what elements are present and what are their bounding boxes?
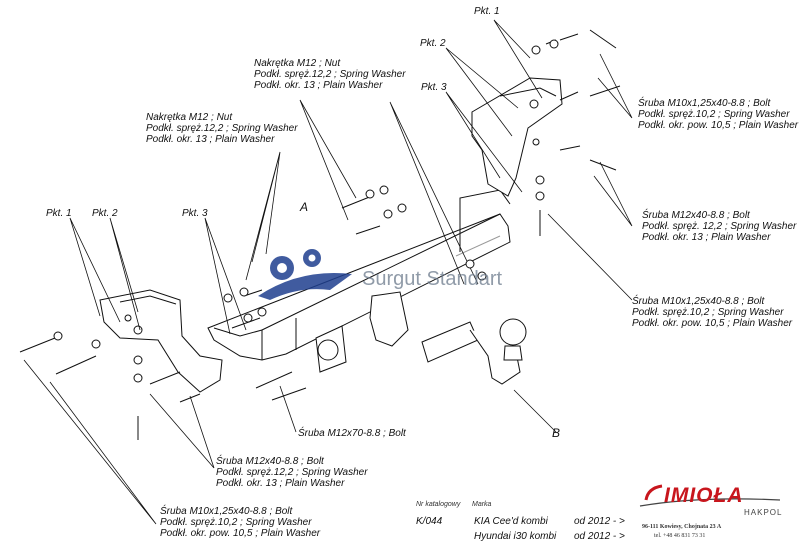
label-point-a: A [300,200,309,214]
bolt-m12-right-line1: Śruba M12x40-8.8 ; Bolt [642,210,750,221]
label-bolt-m12-right: Śruba M12x40-8.8 ; Bolt Podkł. spręż. 12… [642,210,796,243]
bolt-m10-right-line2: Podkł. spręż.10,2 ; Spring Washer [638,109,790,120]
nut-top-line2: Podkł. spręż.12,2 ; Spring Washer [254,69,406,80]
label-bolt-m10-right: Śruba M10x1,25x40-8.8 ; Bolt Podkł. sprę… [638,98,798,131]
bolt-m10-bottom-line1: Śruba M10x1,25x40-8.8 ; Bolt [160,506,293,517]
bolt-m12-bottom-line3: Podkł. okr. 13 ; Plain Washer [216,478,345,489]
catalog-nr-label: Nr katalogowy [416,501,461,508]
label-pkt1-left: Pkt. 1 [46,208,72,219]
brand-phone: tel. +48 46 831 73 31 [654,533,706,539]
label-pkt2-top: Pkt. 2 [420,38,446,49]
bolt-m10-bottom-line3: Podkł. okr. pow. 10,5 ; Plain Washer [160,528,321,539]
bolt-m12-bottom-line1: Śruba M12x40-8.8 ; Bolt [216,456,324,467]
label-bolt-m10-right2: Śruba M10x1,25x40-8.8 ; Bolt Podkł. sprę… [632,296,792,329]
bolt-m10-right-line1: Śruba M10x1,25x40-8.8 ; Bolt [638,98,771,109]
label-bolt-m10-bottom: Śruba M10x1,25x40-8.8 ; Bolt Podkł. sprę… [160,506,320,539]
nut-left-line2: Podkł. spręż.12,2 ; Spring Washer [146,123,298,134]
catalog-year-1: od 2012 - > [574,516,625,527]
brand-sub: HAKPOL [744,508,783,517]
nut-top-line3: Podkł. okr. 13 ; Plain Washer [254,80,383,91]
bolt-m10-right2-line2: Podkł. spręż.10,2 ; Spring Washer [632,307,784,318]
bolt-m10-right2-line3: Podkł. okr. pow. 10,5 ; Plain Washer [632,318,793,329]
label-nut-left: Nakrętka M12 ; Nut Podkł. spręż.12,2 ; S… [146,112,298,145]
label-point-b: B [552,426,561,440]
catalog-nr-value: K/044 [416,516,443,527]
label-pkt3-top: Pkt. 3 [421,82,447,93]
label-bolt-m12x70: Śruba M12x70-8.8 ; Bolt [298,428,406,439]
label-pkt2-left: Pkt. 2 [92,208,118,219]
label-nut-top: Nakrętka M12 ; Nut Podkł. spręż.12,2 ; S… [254,58,406,91]
bolt-m12-right-line2: Podkł. spręż. 12,2 ; Spring Washer [642,221,797,232]
bolt-m10-bottom-line2: Podkł. spręż.10,2 ; Spring Washer [160,517,312,528]
nut-left-line3: Podkł. okr. 13 ; Plain Washer [146,134,275,145]
watermark-text: Surgut Standart [362,268,503,290]
watermark-logo [258,249,352,300]
brand-name: IMIOŁA [664,484,744,507]
brand-address: 96-111 Kowiesy, Chojnata 23 A [642,524,722,530]
bolt-m12-bottom-line2: Podkł. spręż.12,2 ; Spring Washer [216,467,368,478]
nut-left-line1: Nakrętka M12 ; Nut [146,112,233,123]
label-pkt3-left: Pkt. 3 [182,208,208,219]
catalog-year-2: od 2012 - > [574,531,625,542]
label-pkt1-top: Pkt. 1 [474,6,500,17]
nut-top-line1: Nakrętka M12 ; Nut [254,58,341,69]
bolt-m10-right-line3: Podkł. okr. pow. 10,5 ; Plain Washer [638,120,799,131]
catalog-marka-label: Marka [472,501,492,508]
bolt-m10-right2-line1: Śruba M10x1,25x40-8.8 ; Bolt [632,296,765,307]
catalog-model-1: KIA Cee'd kombi [474,516,548,527]
brand-logo-mark [639,484,781,507]
label-bolt-m12-bottom: Śruba M12x40-8.8 ; Bolt Podkł. spręż.12,… [216,456,368,489]
bolt-m12-right-line3: Podkł. okr. 13 ; Plain Washer [642,232,771,243]
catalog-model-2: Hyundai i30 kombi [474,531,557,542]
